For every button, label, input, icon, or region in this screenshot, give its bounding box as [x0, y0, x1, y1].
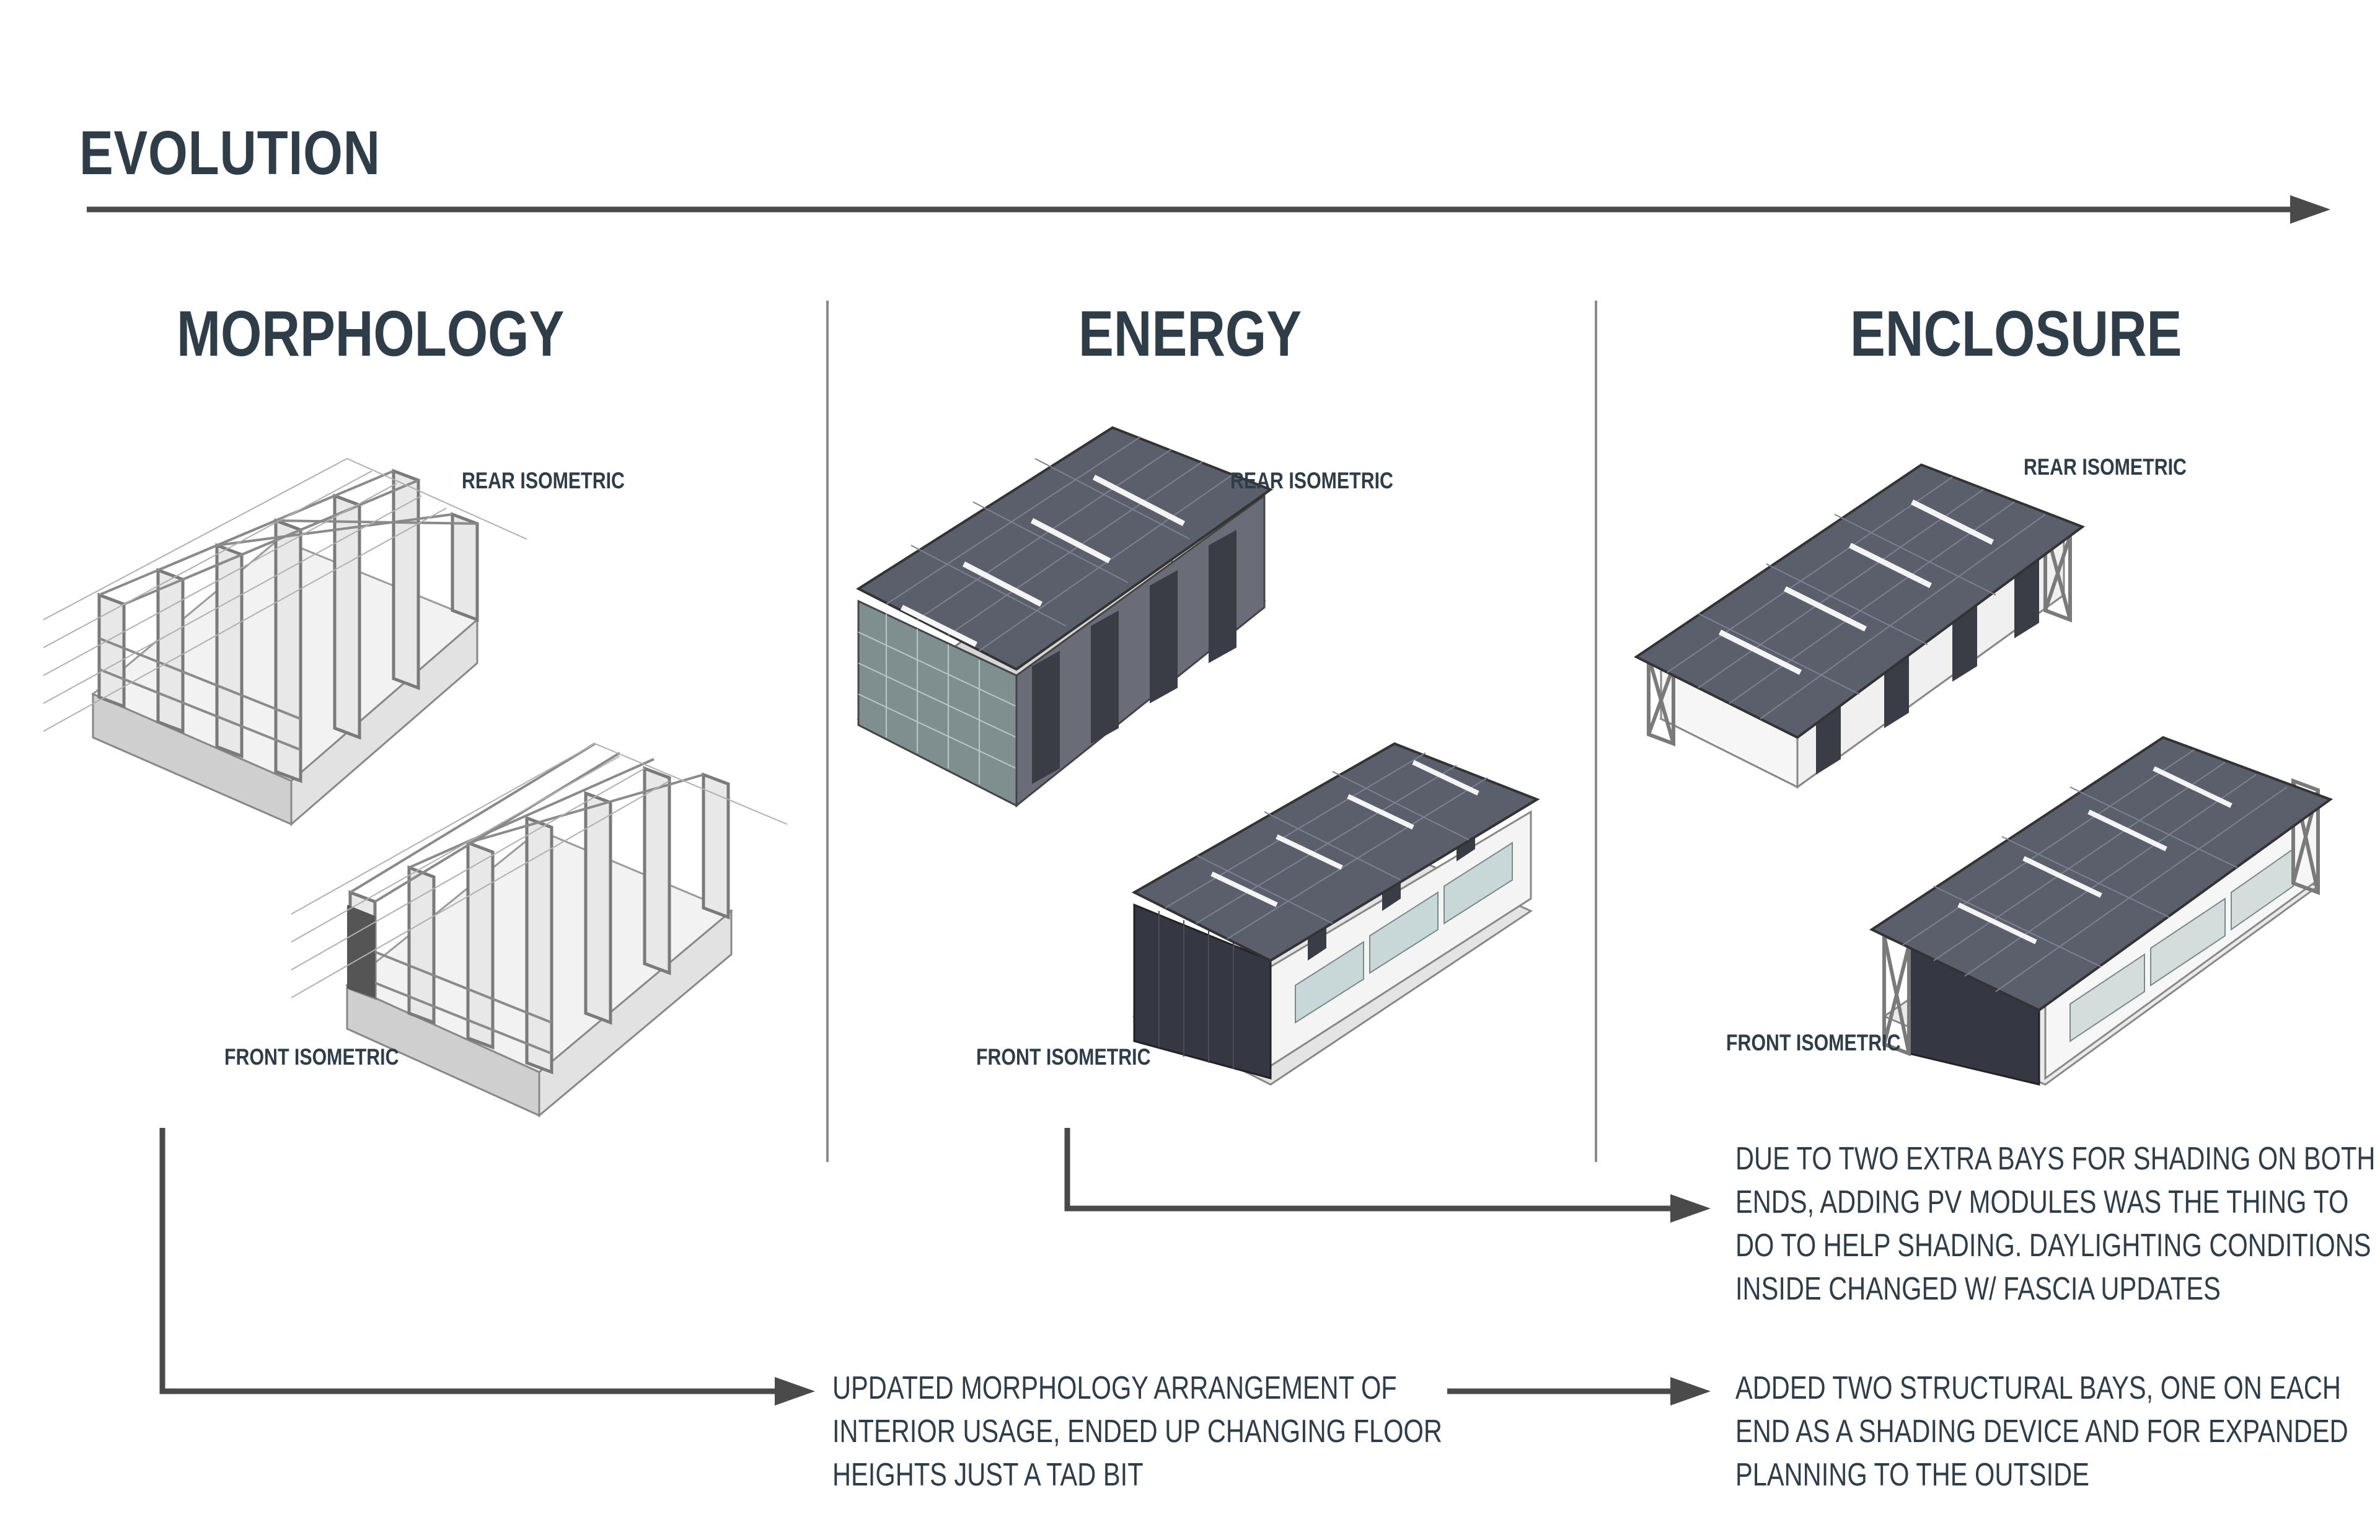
- energy-rear-isometric-drawing: [855, 426, 1274, 808]
- energy-front-label: FRONT ISOMETRIC: [976, 1044, 1151, 1070]
- energy-rear-label: REAR ISOMETRIC: [1230, 468, 1393, 493]
- structure-note-line: ADDED TWO STRUCTURAL BAYS, ONE ON EACH: [1735, 1370, 2341, 1406]
- structure-connector-arrow: [1447, 1377, 1711, 1406]
- morphology-note-line: INTERIOR USAGE, ENDED UP CHANGING FLOOR: [832, 1414, 1442, 1450]
- evolution-arrow: [87, 195, 2330, 224]
- energy-note-line: DO TO HELP SHADING. DAYLIGHTING CONDITIO…: [1735, 1228, 2371, 1264]
- enclosure-front-isometric-drawing: [1869, 736, 2334, 1086]
- morphology-rear-label: REAR ISOMETRIC: [462, 468, 625, 493]
- structure-note-line: END AS A SHADING DEVICE AND FOR EXPANDED: [1735, 1414, 2348, 1450]
- energy-note-line: DUE TO TWO EXTRA BAYS FOR SHADING ON BOT…: [1735, 1141, 2376, 1177]
- column-title-enclosure: ENCLOSURE: [1850, 298, 2182, 370]
- morphology-front-isometric-drawing: [291, 742, 788, 1118]
- energy-front-isometric-drawing: [1131, 742, 1540, 1086]
- morphology-note-line: HEIGHTS JUST A TAD BIT: [832, 1457, 1144, 1493]
- energy-note: DUE TO TWO EXTRA BAYS FOR SHADING ON BOT…: [1735, 1137, 2375, 1311]
- morphology-connector-arrow: [159, 1128, 815, 1406]
- column-title-morphology: MORPHOLOGY: [177, 298, 565, 370]
- energy-note-line: INSIDE CHANGED W/ FASCIA UPDATES: [1735, 1271, 2221, 1307]
- structure-note: ADDED TWO STRUCTURAL BAYS, ONE ON EACH E…: [1735, 1366, 2348, 1497]
- morphology-front-label: FRONT ISOMETRIC: [224, 1044, 399, 1070]
- enclosure-rear-isometric-drawing: [1634, 463, 2086, 789]
- enclosure-front-label: FRONT ISOMETRIC: [1726, 1030, 1901, 1055]
- energy-note-line: ENDS, ADDING PV MODULES WAS THE THING TO: [1735, 1184, 2349, 1220]
- morphology-note: UPDATED MORPHOLOGY ARRANGEMENT OF INTERI…: [832, 1366, 1442, 1497]
- morphology-note-line: UPDATED MORPHOLOGY ARRANGEMENT OF: [832, 1370, 1397, 1406]
- structure-note-line: PLANNING TO THE OUTSIDE: [1735, 1457, 2089, 1493]
- enclosure-rear-label: REAR ISOMETRIC: [2024, 454, 2187, 480]
- energy-connector-arrow: [1064, 1128, 1711, 1223]
- page-title: EVOLUTION: [79, 118, 381, 188]
- column-title-energy: ENERGY: [1078, 298, 1302, 370]
- morphology-rear-isometric-drawing: [43, 458, 527, 827]
